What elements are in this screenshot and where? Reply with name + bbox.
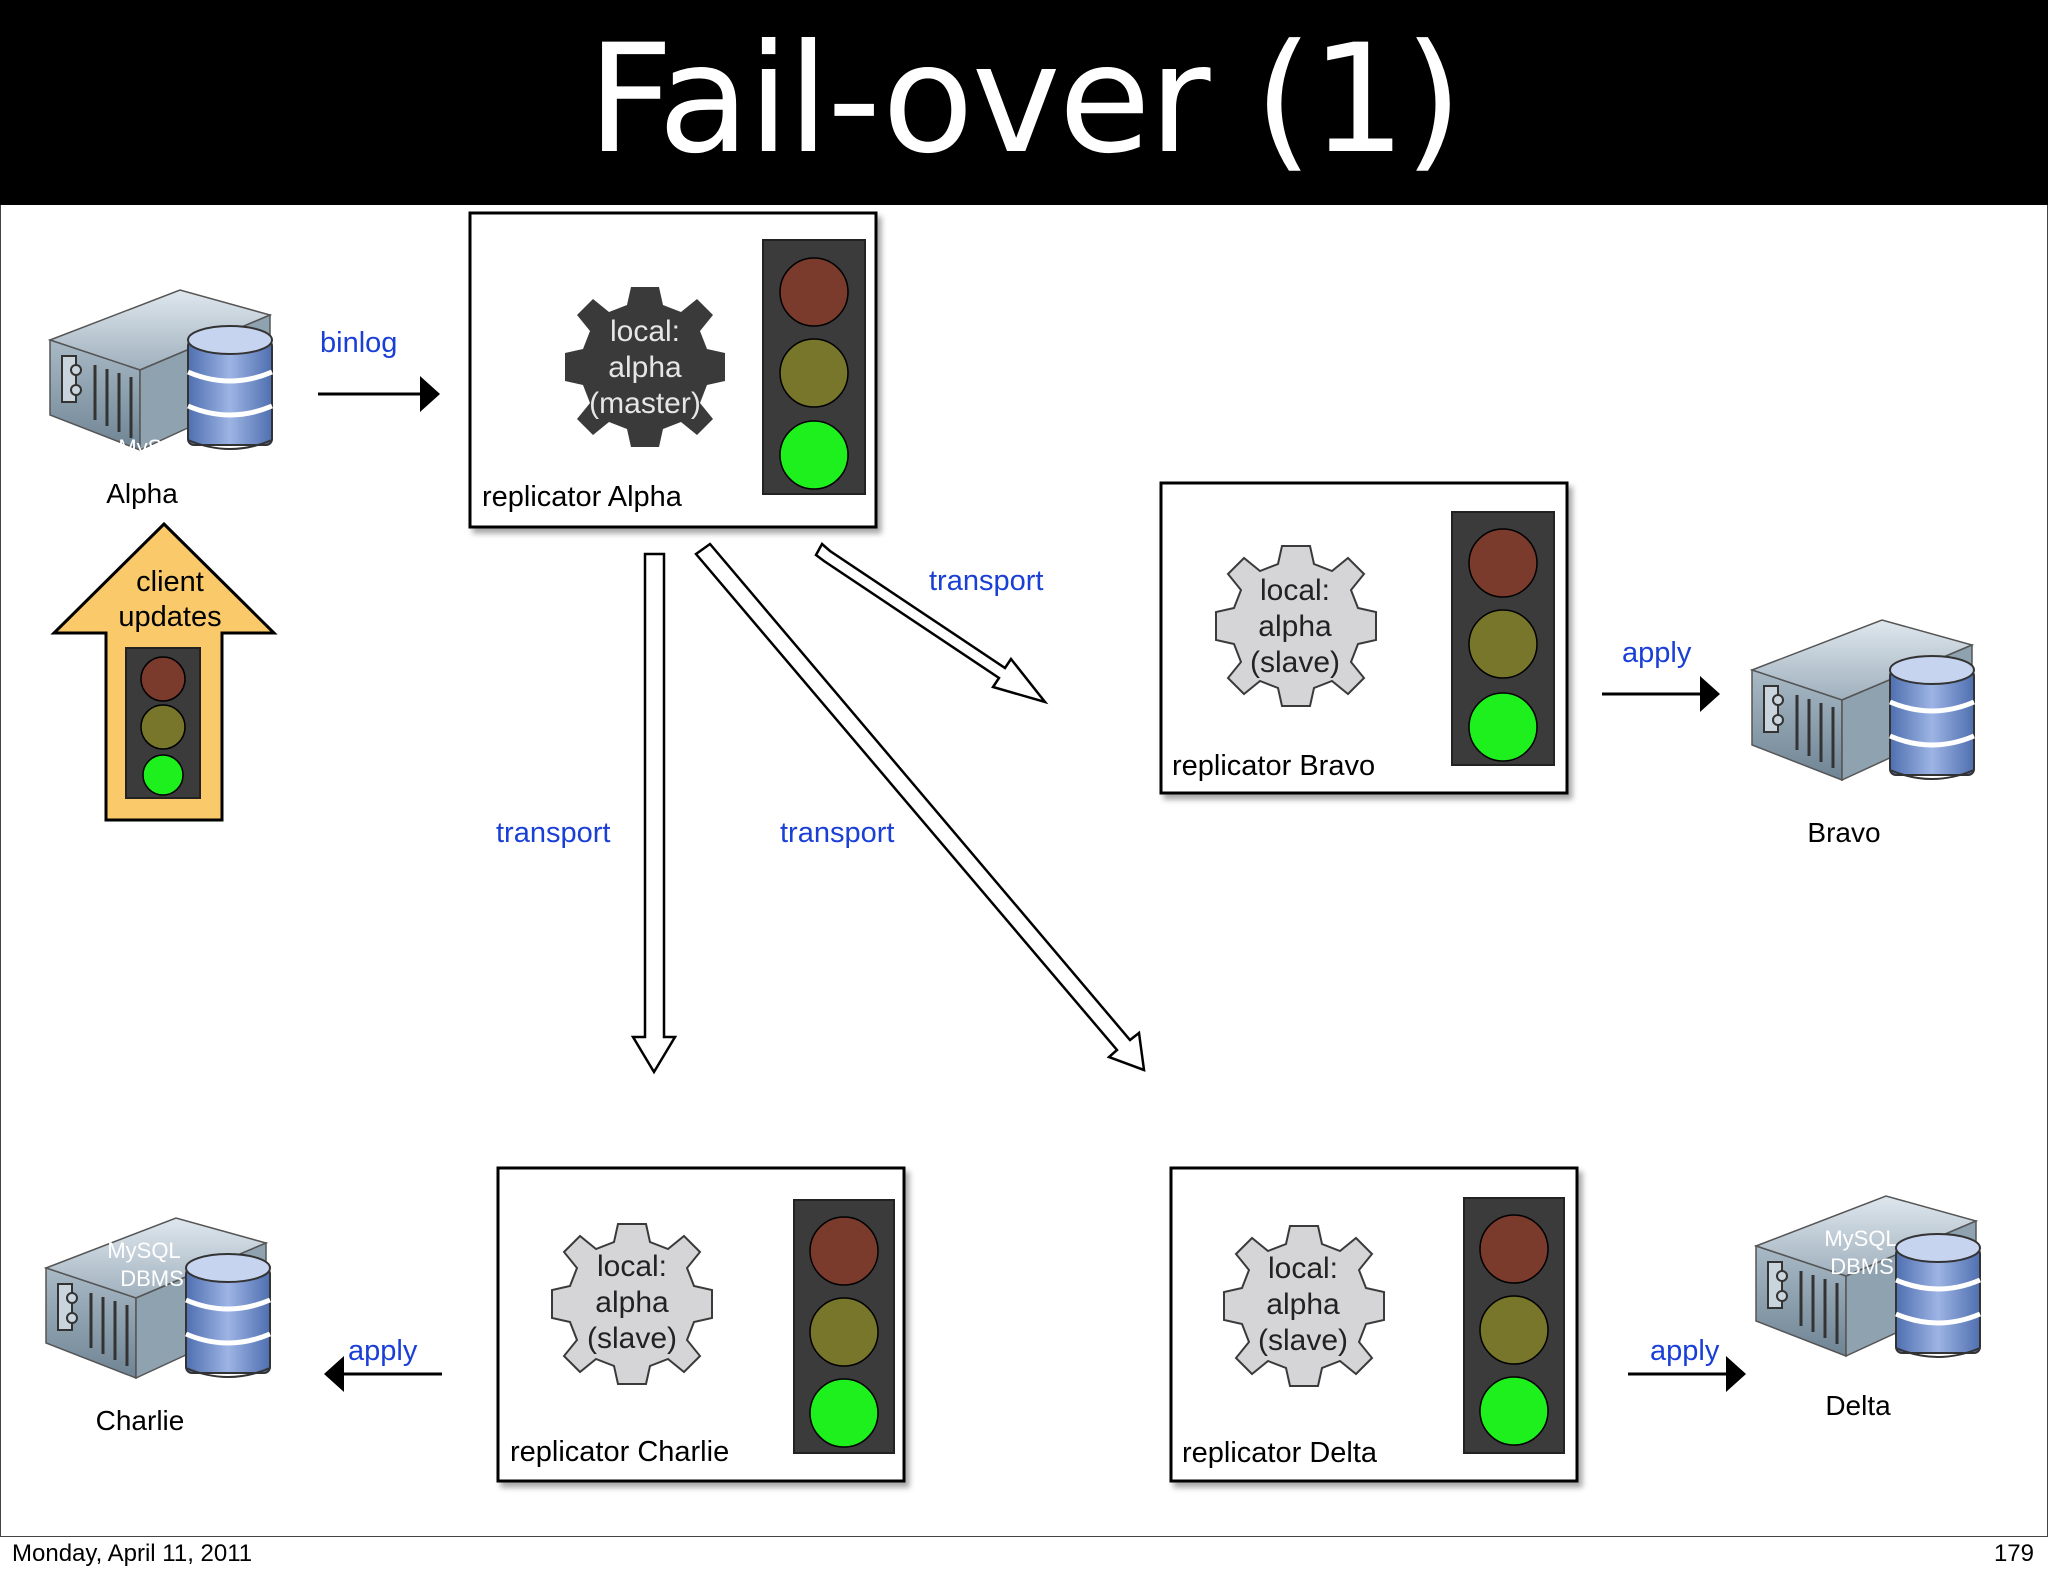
server-bravo: Bravo [1749,619,1975,848]
server-charlie: MySQL DBMS Charlie [43,1217,271,1436]
apply-label-bravo: apply [1622,637,1692,669]
red-light [1479,1214,1549,1284]
client-label-line1: client [136,566,204,598]
red-light [140,656,186,702]
server-badge-line1: MySQL [1824,1226,1897,1251]
replicator-alpha-box: local: alpha (master) replicator Alpha [468,211,878,529]
apply-arrow-charlie: apply [324,1335,442,1392]
yellow-light [140,704,186,750]
gear-text-line1: local: [1268,1252,1338,1285]
database-icon [1895,1233,1981,1358]
gear-text-line1: local: [1260,574,1330,607]
red-light [779,257,849,327]
gear-text-line2: alpha [1266,1288,1340,1321]
transport-arrow-delta: transport [694,542,1146,1072]
transport-label-delta: transport [780,817,894,849]
transport-arrow-charlie: transport [496,552,678,1075]
yellow-light [1479,1295,1549,1365]
transport-label-charlie: transport [496,817,610,849]
traffic-light-delta [1463,1197,1565,1454]
binlog-label: binlog [320,327,397,359]
replicator-bravo-box: local: alpha (slave) replicator Bravo [1159,481,1569,795]
footer-date: Monday, April 11, 2011 [12,1540,253,1567]
server-name: Bravo [1807,817,1880,848]
database-icon [187,325,273,450]
apply-label-delta: apply [1650,1335,1720,1367]
gear-text-line3: (master) [589,387,701,420]
binlog-arrow: binlog [318,327,440,412]
replicator-name: replicator Delta [1182,1437,1378,1469]
replicator-name: replicator Charlie [510,1436,729,1468]
slide-title: Fail-over (1) [587,13,1462,187]
replicator-name: replicator Alpha [482,481,683,513]
traffic-light-charlie [793,1199,895,1454]
gear-text-line2: alpha [608,351,682,384]
green-light [779,420,849,490]
green-light [809,1378,879,1448]
green-light [1468,692,1538,762]
traffic-light-bravo [1451,511,1555,766]
green-light [1479,1376,1549,1446]
server-badge: MySQL [118,435,191,460]
server-badge-line2: DBMS [120,1266,184,1291]
replicator-charlie-box: local: alpha (slave) replicator Charlie [496,1166,906,1483]
gear-text-line3: (slave) [587,1322,677,1355]
green-light [142,754,184,796]
replicator-name: replicator Bravo [1172,750,1375,782]
gear-text-line1: local: [597,1250,667,1283]
traffic-light-alpha [762,239,866,495]
client-label-line2: updates [118,601,221,633]
gear-text-line3: (slave) [1250,646,1340,679]
title-bar: Fail-over (1) [0,0,2048,205]
traffic-light-client [125,647,201,799]
client-updates-arrow: client updates [50,521,278,822]
red-light [1468,528,1538,598]
gear-text-line2: alpha [1258,610,1332,643]
red-light [809,1216,879,1286]
server-name: Charlie [96,1405,185,1436]
gear-text-line2: alpha [595,1286,669,1319]
yellow-light [779,338,849,408]
apply-arrow-bravo: apply [1602,637,1720,712]
server-delta: MySQL DBMS Delta [1753,1195,1981,1421]
server-name: Alpha [106,478,178,509]
replicator-delta-box: local: alpha (slave) replicator Delta [1169,1166,1579,1483]
gear-text-line1: local: [610,315,680,348]
server-alpha: MySQL Alpha [47,289,273,509]
yellow-light [1468,609,1538,679]
page-number: 179 [1993,1540,2034,1567]
apply-arrow-delta: apply [1628,1335,1746,1392]
transport-arrow-bravo: transport [814,542,1049,705]
apply-label-charlie: apply [348,1335,418,1367]
server-badge-line1: MySQL [107,1238,180,1263]
gear-text-line3: (slave) [1258,1324,1348,1357]
transport-label-bravo: transport [929,565,1043,597]
yellow-light [809,1297,879,1367]
database-icon [1889,655,1975,780]
server-badge-line2: DBMS [1830,1254,1894,1279]
server-name: Delta [1825,1390,1891,1421]
database-icon [185,1253,271,1378]
